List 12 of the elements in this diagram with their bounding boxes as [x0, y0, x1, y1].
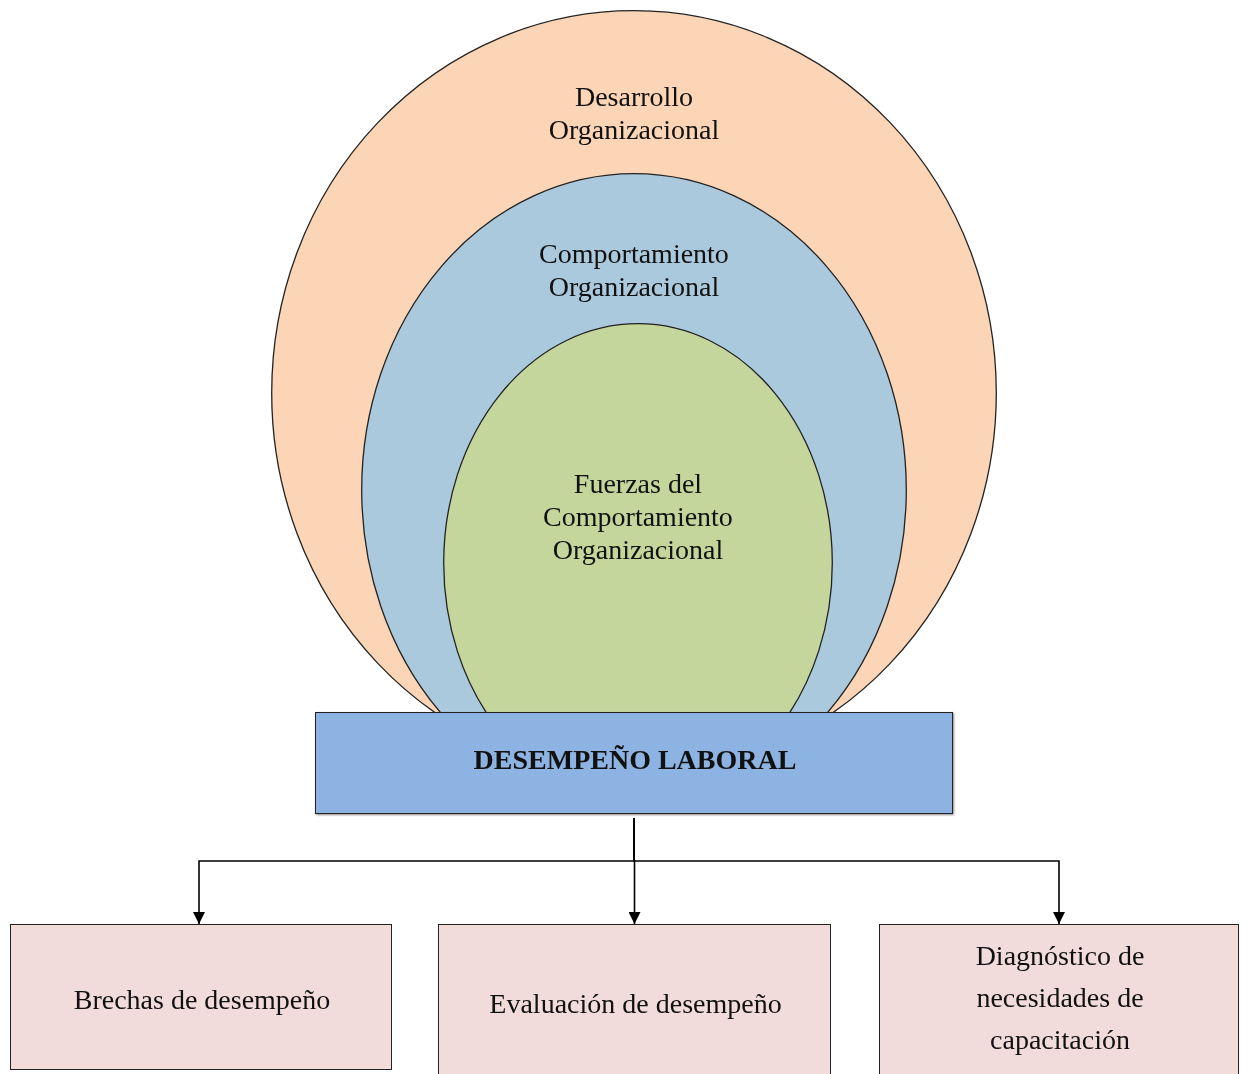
node-label: DESEMPEÑO LABORAL — [472, 743, 798, 776]
node-label: Brechas de desempeño — [72, 983, 332, 1016]
node-label: Desarrollo Organizacional — [547, 80, 721, 146]
process-box — [438, 924, 831, 1074]
process-box — [10, 924, 392, 1070]
node-label: Diagnóstico de necesidades de capacitación — [974, 939, 1146, 1057]
node-label: Evaluación de desempeño — [488, 987, 783, 1020]
node-label: Comportamiento Organizacional — [538, 237, 730, 303]
process-box — [879, 924, 1239, 1074]
node-label: Fuerzas del Comportamiento Organizacional — [542, 467, 734, 566]
title-box — [315, 712, 953, 814]
connector-arrow — [633, 817, 1065, 925]
